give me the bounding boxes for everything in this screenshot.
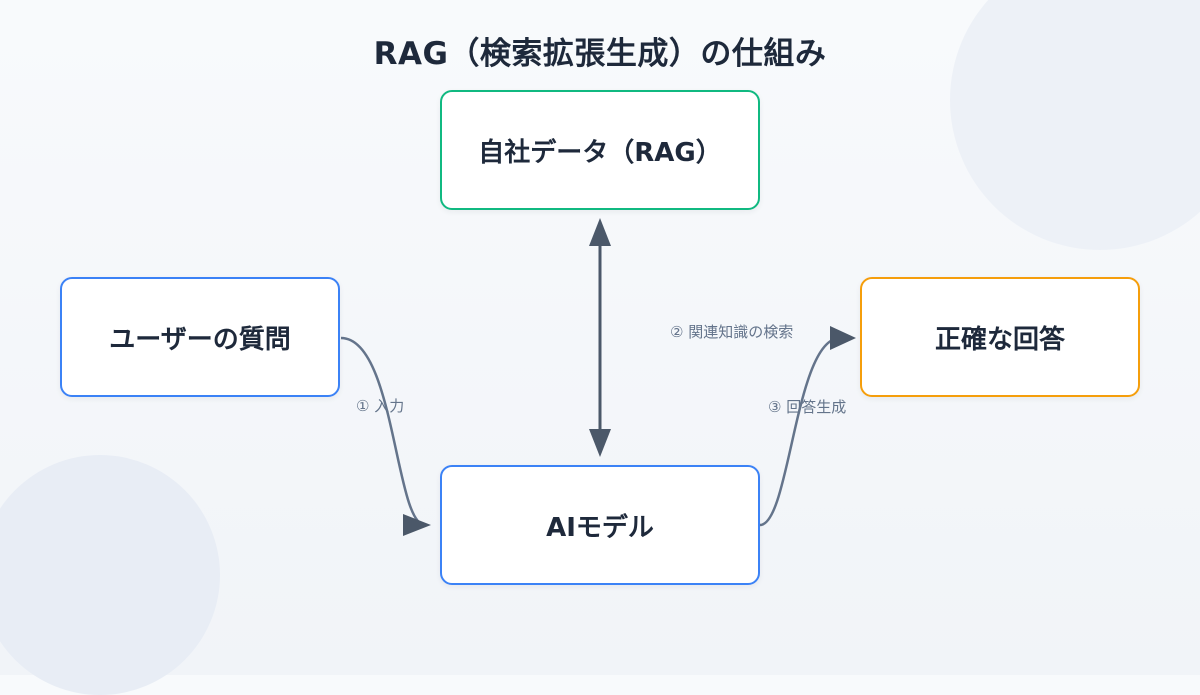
edges-layer — [340, 218, 856, 536]
edge-input-arrowhead — [403, 514, 431, 536]
edge-search-arrowhead-down — [589, 429, 611, 457]
edge-label-answer-generation: ③ 回答生成 — [768, 398, 847, 416]
diagram-title: RAG（検索拡張生成）の仕組み — [373, 36, 827, 72]
background-circle-bottom-left — [0, 455, 220, 695]
edge-generate-curve — [759, 336, 841, 527]
node-company-data: 自社データ（RAG） — [440, 90, 760, 210]
node-ai-model: AIモデル — [440, 465, 760, 585]
edge-input-curve — [340, 336, 426, 527]
edge-label-input: ① 入力 — [356, 397, 405, 415]
edge-label-knowledge-search: ② 関連知識の検索 — [670, 323, 794, 341]
node-user-question: ユーザーの質問 — [60, 277, 340, 397]
edge-generate-arrowhead — [830, 326, 856, 350]
edge-search-arrowhead-up — [589, 218, 611, 246]
node-accurate-answer: 正確な回答 — [860, 277, 1140, 397]
